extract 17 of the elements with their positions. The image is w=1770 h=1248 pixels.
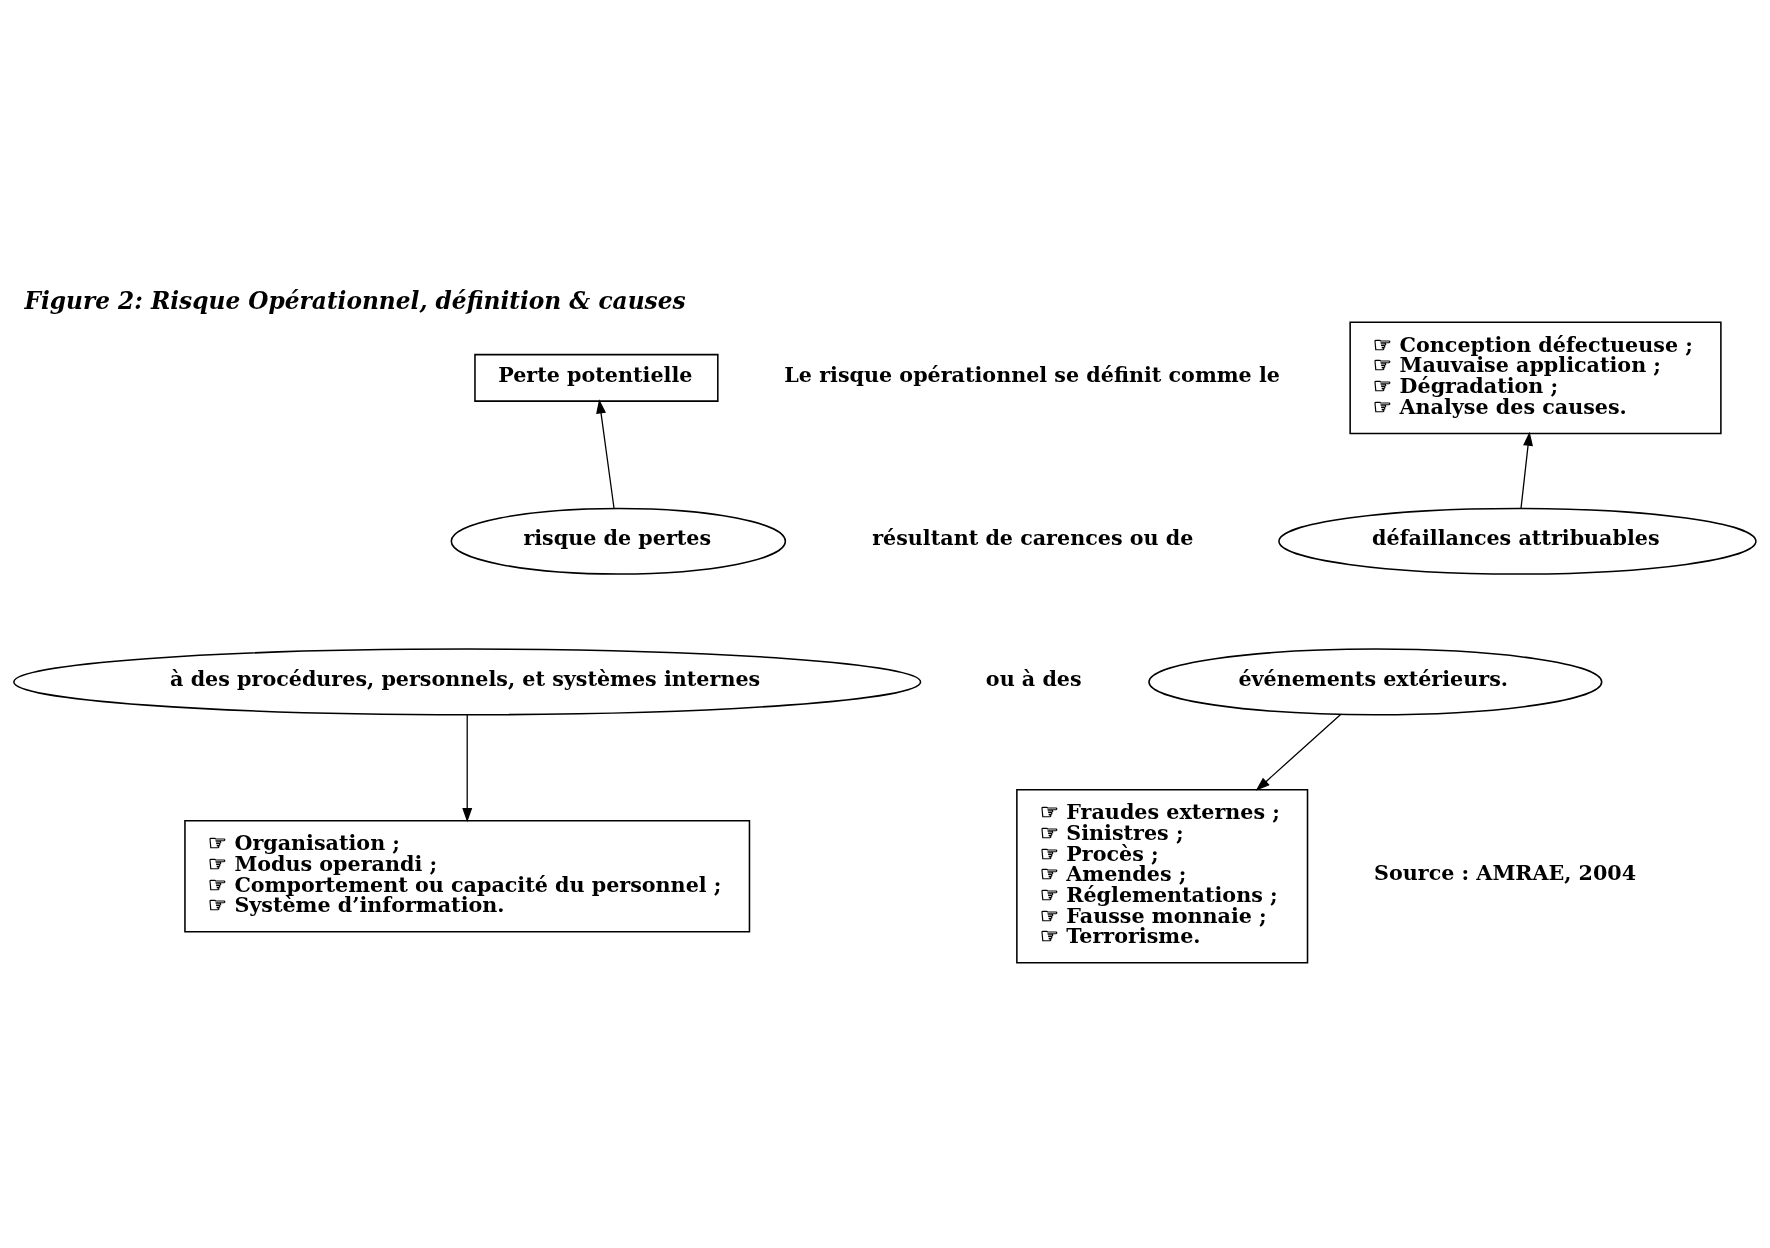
- label: Source : AMRAE, 2004: [1374, 860, 1637, 885]
- arrow: [462, 713, 473, 822]
- label: ou à des: [985, 666, 1082, 691]
- node-ellipse: à des procédures, personnels, et systèmes internes: [13, 647, 922, 715]
- node-ellipse: défaillances attribuables: [1278, 507, 1757, 575]
- node-box: ☞ Fraudes externes ; ☞ Sinistres ; ☞ Procès ; ☞ Amendes ; ☞ Réglementations ; ☞ Fausse monnaie ; ☞ Terrorisme.: [1016, 788, 1309, 964]
- label: Le risque opérationnel se définit comme le: [784, 362, 1280, 386]
- node-box: ☞ Conception défectueuse ; ☞ Mauvaise application ; ☞ Dégradation ; ☞ Analyse des causes.: [1349, 321, 1722, 434]
- arrow: [1520, 431, 1533, 509]
- node-ellipse: événements extérieurs.: [1148, 647, 1603, 715]
- label: résultant de carences ou de: [872, 525, 1194, 550]
- arrow: [1255, 713, 1342, 791]
- diagram-title: Figure 2: Risque Opérationnel, définition & causes: [24, 286, 686, 314]
- node-box: Perte potentielle: [474, 353, 719, 402]
- node-ellipse: risque de pertes: [450, 507, 787, 575]
- arrow: [596, 398, 615, 509]
- node-box: ☞ Organisation ; ☞ Modus operandi ; ☞ Comportement ou capacité du personnel ; ☞ Système d’information.: [184, 819, 751, 933]
